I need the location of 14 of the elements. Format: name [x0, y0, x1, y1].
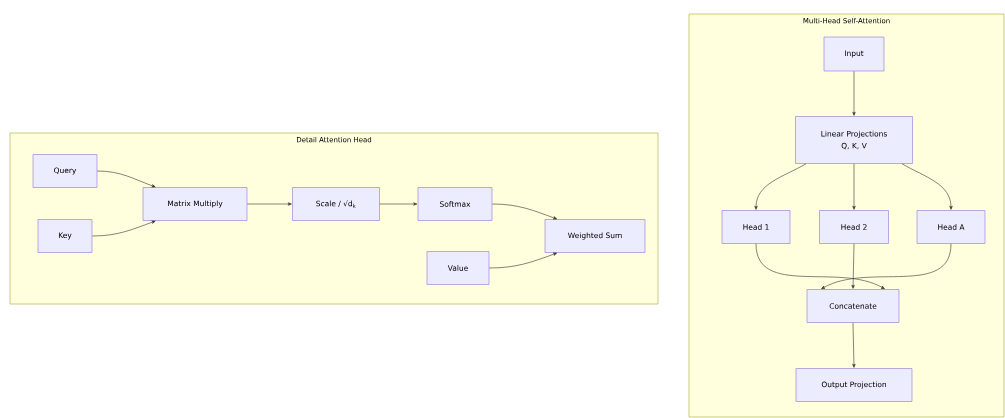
- arrow: [97, 170, 156, 188]
- arrow: [851, 243, 855, 289]
- arrow: [755, 243, 885, 290]
- arrow: [92, 220, 156, 237]
- arrow: [492, 203, 558, 220]
- arrow: [754, 163, 807, 210]
- arrow: [901, 163, 953, 210]
- arrow: [852, 322, 856, 368]
- arrow: [247, 202, 292, 206]
- arrow: [852, 163, 856, 210]
- arrow: [821, 243, 952, 290]
- arrow: [379, 202, 418, 206]
- arrow: [852, 71, 856, 116]
- arrow: [489, 252, 558, 269]
